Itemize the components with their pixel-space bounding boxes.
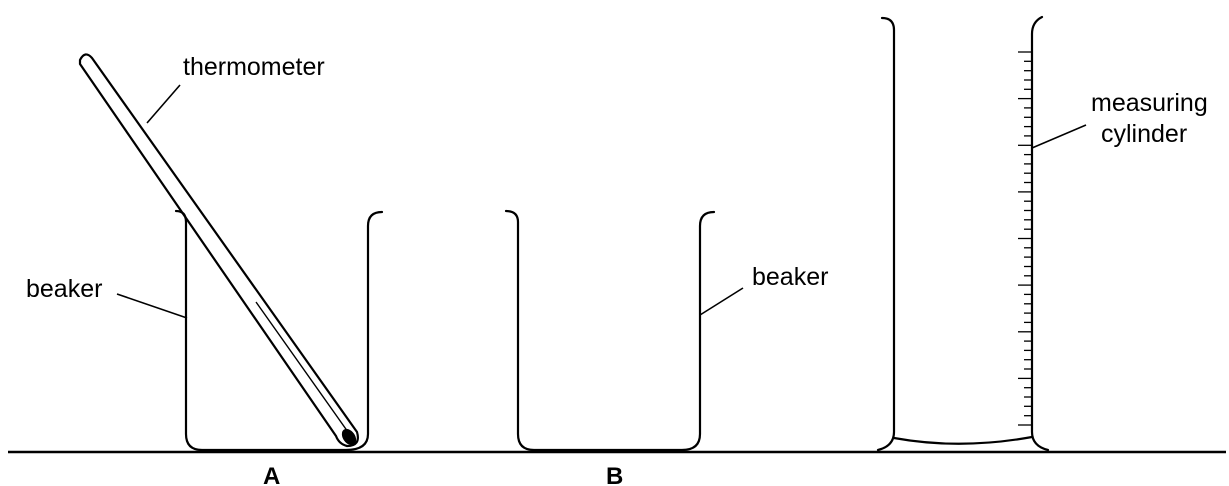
thermometer-bulb	[341, 428, 357, 446]
measuring-cylinder	[876, 15, 1050, 452]
leader-beaker-b	[699, 287, 744, 316]
thermometer	[78, 53, 359, 448]
cylinder-scale	[1018, 51, 1032, 426]
thermometer-label: thermometer	[183, 53, 325, 81]
measuring-cylinder-label-line1: measuring	[1091, 89, 1208, 117]
beaker-b	[504, 209, 716, 452]
beaker-b-label: beaker	[752, 263, 828, 291]
setup-a-label: A	[263, 463, 280, 486]
leader-beaker-a	[116, 293, 188, 319]
beaker-a-label: beaker	[26, 275, 102, 303]
setup-b-label: B	[606, 463, 623, 486]
measuring-cylinder-label-line2: cylinder	[1101, 120, 1187, 148]
leader-measuring-cylinder	[1031, 124, 1087, 149]
leader-thermometer	[146, 84, 181, 124]
